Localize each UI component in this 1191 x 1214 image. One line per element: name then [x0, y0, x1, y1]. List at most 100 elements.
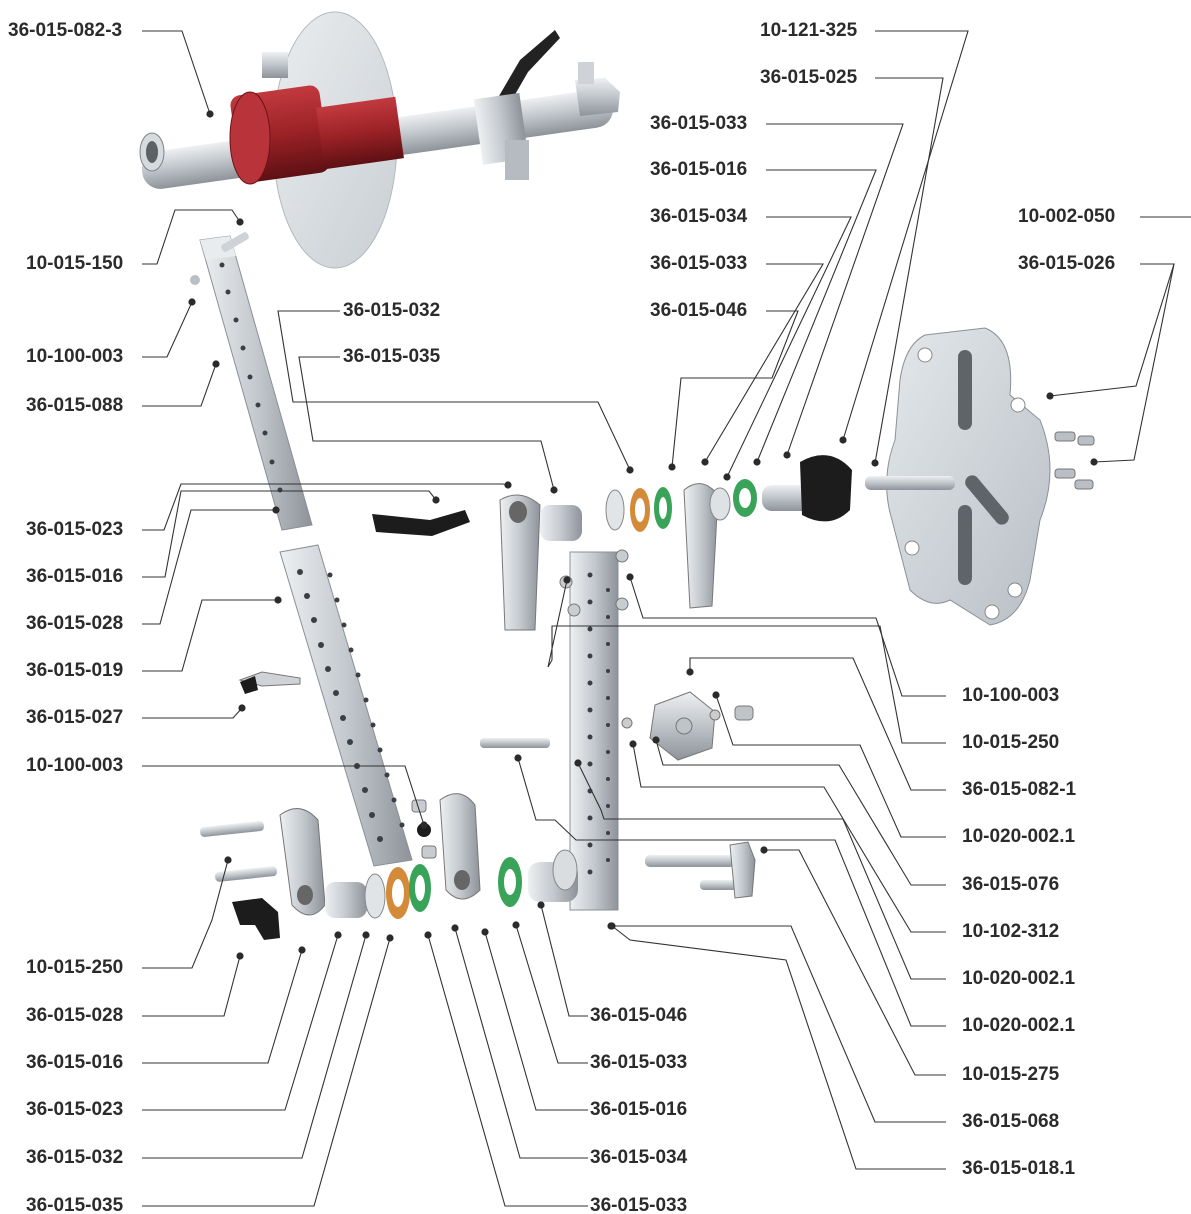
leader-line [629, 576, 946, 697]
leader-dot [386, 934, 394, 942]
leader-dot [424, 931, 432, 939]
leader-dot [1090, 458, 1098, 466]
long-bolt [480, 738, 550, 748]
clamp-handle [372, 510, 470, 536]
clamp-lever [492, 30, 560, 112]
leader-dot [563, 576, 571, 584]
part-label: 36-015-016 [650, 159, 748, 180]
leader-dot [629, 740, 637, 748]
leader-line [577, 762, 946, 980]
leader-line [842, 30, 969, 441]
part-label: 36-015-032 [26, 1147, 124, 1168]
pin [221, 232, 249, 252]
leader-dot [298, 946, 306, 954]
leader-line [756, 169, 877, 463]
part-label: 36-015-018.1 [962, 1158, 1076, 1179]
part-label: 10-015-250 [26, 957, 124, 978]
leader-dot [668, 463, 676, 471]
leader-dot [451, 924, 459, 932]
part-label: 36-015-033 [650, 113, 748, 134]
part-label: 10-015-150 [26, 253, 124, 274]
mounting-plate [865, 327, 1095, 626]
part-label: 36-015-033 [650, 253, 748, 274]
leader-line [540, 904, 588, 1017]
leader-line [704, 263, 824, 463]
leader-dot [712, 691, 720, 699]
leader-line [611, 925, 946, 1170]
leader-dot [626, 573, 634, 581]
shaft-assembly [139, 11, 620, 269]
leader-dot [238, 704, 246, 712]
leader-line [874, 77, 944, 464]
leader-line [715, 694, 946, 838]
set-screw [190, 275, 200, 285]
part-label: 36-015-046 [650, 300, 748, 321]
part-label: 10-100-003 [962, 685, 1060, 706]
leader-line [142, 934, 339, 1111]
part-label: 36-015-028 [26, 613, 124, 634]
leader-line [547, 579, 946, 744]
leader-line [454, 927, 588, 1159]
leader-dot [512, 921, 520, 929]
leader-line [142, 934, 367, 1159]
part-label: 10-015-275 [962, 1064, 1060, 1085]
clamp-arm [683, 483, 719, 609]
tube-holes [587, 572, 610, 875]
part-label: 36-015-027 [26, 707, 124, 728]
leader-dot [686, 668, 694, 676]
part-label: 36-015-035 [26, 1195, 124, 1214]
leader-line [142, 955, 241, 1017]
leader-line [142, 490, 437, 578]
leader-line [298, 356, 555, 491]
leader-lines [142, 30, 1191, 1207]
part-label: 10-002-050 [1018, 206, 1116, 227]
part-label: 36-015-082-1 [962, 779, 1077, 800]
leader-line [142, 937, 391, 1207]
part-label: 36-015-016 [26, 1052, 124, 1073]
part-label: 36-015-046 [590, 1005, 688, 1026]
leader-dot [652, 736, 660, 744]
leader-line [427, 934, 588, 1207]
leader-dot [236, 952, 244, 960]
part-label: 36-015-034 [590, 1147, 688, 1168]
part-label: 36-015-032 [343, 300, 441, 321]
leader-dot [1046, 392, 1054, 400]
clamp-arm [499, 494, 541, 631]
part-label: 36-015-082-3 [8, 20, 123, 41]
vertical-perforated-tube [559, 549, 629, 911]
leader-dot [608, 922, 616, 930]
leader-line [142, 209, 241, 265]
leader-dot [481, 928, 489, 936]
leader-dot [783, 451, 791, 459]
shaft-tip [575, 78, 620, 116]
leader-line [484, 931, 588, 1111]
leader-dot [723, 473, 731, 481]
leader-dot [701, 458, 709, 466]
leader-line [726, 216, 852, 478]
part-label: 10-100-003 [26, 755, 124, 776]
washer [605, 489, 625, 531]
leader-dot [626, 466, 634, 474]
leader-line [764, 849, 946, 1076]
part-label: 36-015-076 [962, 874, 1060, 895]
leader-line [1049, 263, 1175, 397]
leader-dot [420, 821, 428, 829]
part-label: 36-015-016 [590, 1099, 688, 1120]
leader-dot [514, 754, 522, 762]
plate-stud [865, 476, 955, 490]
leader-line [632, 743, 946, 933]
leader-dot [550, 486, 558, 494]
part-label: 36-015-019 [26, 660, 124, 681]
leader-line [515, 924, 588, 1064]
leader-line [1093, 263, 1175, 463]
spindle [762, 485, 812, 511]
plate-screws [1054, 431, 1095, 490]
hub-spider [480, 691, 754, 761]
leader-dot [537, 901, 545, 909]
part-label: 36-015-026 [1018, 253, 1116, 274]
leader-dot [272, 506, 280, 514]
part-label: 36-015-033 [590, 1195, 688, 1214]
bushing [540, 505, 582, 541]
leader-line [142, 599, 278, 672]
